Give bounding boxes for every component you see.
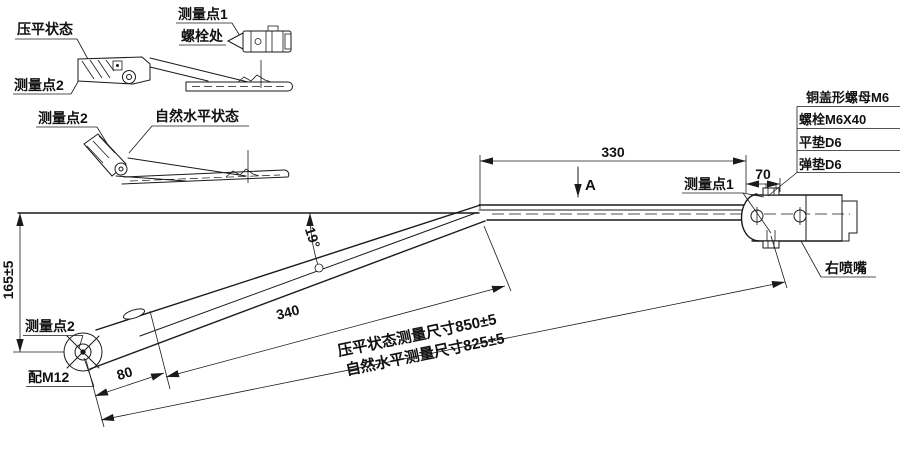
dim-80-label: 80 xyxy=(115,363,135,383)
natural-state-label: 自然水平状态 xyxy=(155,108,239,124)
fit-nut-label: 配M12 xyxy=(28,369,69,385)
flat-state-view: 压平状态 测量点2 xyxy=(13,21,293,95)
dim-70-label: 70 xyxy=(755,166,771,182)
part-bolt: 螺栓M6X40 xyxy=(799,112,866,127)
bolt-point1-label: 测量点1 xyxy=(178,6,228,22)
part-cap-nut: 铜盖形螺母M6 xyxy=(805,90,889,105)
bolt-at-label: 螺栓处 xyxy=(181,28,224,44)
dim-340-label: 340 xyxy=(274,301,301,322)
flat-state-label: 压平状态 xyxy=(17,21,73,37)
natural-point2-label: 测量点2 xyxy=(38,110,88,126)
angle-19-label: 19° xyxy=(302,225,324,250)
natural-state-view: 测量点2 自然水平状态 xyxy=(36,108,290,185)
main-point1-label: 测量点1 xyxy=(684,176,734,192)
main-point2-label: 测量点2 xyxy=(25,318,75,334)
nozzle-label: 右喷嘴 xyxy=(824,260,867,276)
main-view: 165±5 xyxy=(0,144,876,428)
dim-165-label: 165±5 xyxy=(0,260,16,299)
part-flat-washer: 平垫D6 xyxy=(799,135,842,150)
bolt-detail-view: 测量点1 螺栓处 xyxy=(176,6,292,53)
part-spring-washer: 弹垫D6 xyxy=(799,157,842,172)
pivot-point xyxy=(63,332,103,372)
right-connector xyxy=(740,183,858,249)
parts-callout: 铜盖形螺母M6 螺栓M6X40 平垫D6 弹垫D6 xyxy=(767,90,900,197)
dim-330-label: 330 xyxy=(601,144,625,160)
flat-point2-label: 测量点2 xyxy=(14,77,64,93)
section-mark-a: A xyxy=(585,177,596,194)
